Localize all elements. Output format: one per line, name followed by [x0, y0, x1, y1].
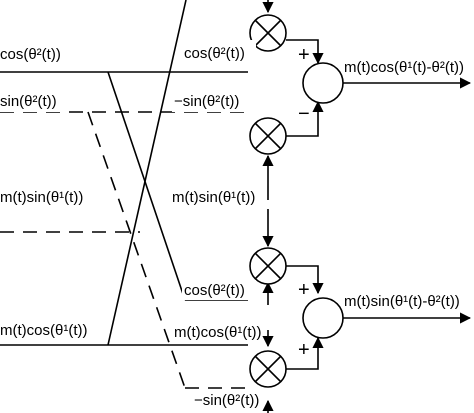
mult5-input-label: m(t)cos(θ¹(t)): [174, 324, 261, 341]
input-mcos-label: m(t)cos(θ¹(t)): [0, 322, 87, 339]
sign-top-plus: +: [298, 44, 310, 66]
summer-bottom: [302, 297, 344, 339]
sign-top-minus: −: [298, 103, 310, 125]
multiplier-2: [249, 117, 287, 155]
input-msin-label: m(t)sin(θ¹(t)): [0, 189, 83, 206]
multiplier-3: [249, 247, 287, 285]
input-sin-label: sin(θ²(t)): [0, 93, 57, 110]
mult1-input-label: cos(θ²(t)): [184, 45, 245, 62]
sign-bottom-plus-lower: +: [298, 339, 310, 361]
multiplier-4: [249, 350, 287, 388]
multiplier-1: [249, 14, 287, 52]
summer-top: [302, 62, 344, 104]
mult6-input-label: −sin(θ²(t)): [194, 392, 259, 409]
output-top-label: m(t)cos(θ¹(t)-θ²(t)): [344, 59, 464, 76]
mult2-input-label: −sin(θ²(t)): [174, 93, 239, 110]
sign-bottom-plus-upper: +: [298, 279, 310, 301]
output-bottom-label: m(t)sin(θ¹(t)-θ²(t)): [344, 293, 460, 310]
line-mcos-diagonal: [107, 0, 187, 346]
input-cos-label: cos(θ²(t)): [0, 46, 61, 63]
line-cos-diagonal: [107, 71, 186, 301]
mult4-input-label: cos(θ²(t)): [184, 282, 245, 299]
line-sin-diagonal: [87, 111, 186, 389]
mult3-input-label: m(t)sin(θ¹(t)): [172, 189, 255, 206]
